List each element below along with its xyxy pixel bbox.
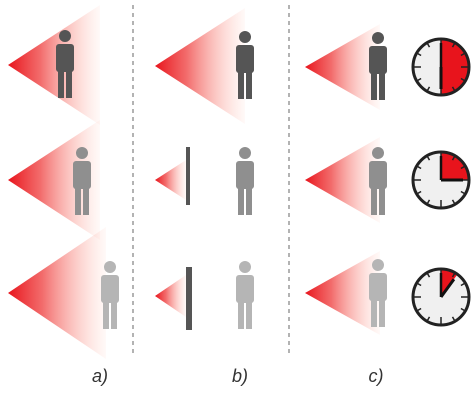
radar-beam-icon xyxy=(155,275,186,317)
scene-a1 xyxy=(8,5,100,125)
radar-beam-icon xyxy=(305,137,380,223)
column-label-b: b) xyxy=(210,366,270,387)
clock-group xyxy=(413,39,469,325)
barrier-wall-icon xyxy=(186,147,190,205)
column-a xyxy=(8,5,119,359)
barrier-wall-icon xyxy=(186,267,192,330)
radar-beam-icon xyxy=(155,8,245,124)
radar-beam-icon xyxy=(8,227,106,359)
radar-beam-icon xyxy=(155,160,186,200)
scene-b1 xyxy=(155,8,254,124)
column-label-c: c) xyxy=(346,366,406,387)
radar-beam-icon xyxy=(8,5,100,125)
scene-b2 xyxy=(155,147,254,215)
scene-c2 xyxy=(305,137,387,223)
scene-a2 xyxy=(8,120,100,240)
column-label-a: a) xyxy=(70,366,130,387)
scene-b3 xyxy=(155,261,254,330)
scene-a3 xyxy=(8,227,119,359)
scene-c3 xyxy=(305,251,387,335)
clock-icon xyxy=(413,152,469,208)
column-b xyxy=(155,8,254,330)
radar-beam-icon xyxy=(305,24,380,110)
person-icon xyxy=(236,261,254,329)
clock-icon xyxy=(413,39,469,95)
column-c xyxy=(305,24,469,335)
radar-beam-icon xyxy=(305,251,380,335)
person-icon xyxy=(236,147,254,215)
scene-c1 xyxy=(305,24,387,110)
clock-icon xyxy=(413,269,469,325)
